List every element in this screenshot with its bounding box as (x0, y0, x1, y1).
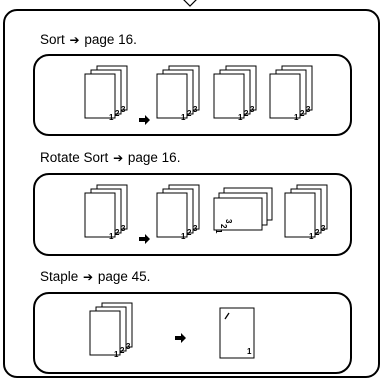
rotate-sort-illustration: 3 2 1 3 2 1 3 2 1 3 2 1 (84, 184, 328, 244)
page-number-2: 2 (300, 109, 305, 118)
staple-mark-icon (224, 312, 230, 320)
sort-page-ref: page 16. (84, 32, 137, 47)
page-number-3: 3 (224, 219, 233, 224)
page-number-2: 2 (244, 109, 249, 118)
rotated-page-stack: 3 2 1 (213, 187, 273, 234)
page-number-1: 1 (214, 229, 223, 234)
page-number-1: 1 (294, 113, 299, 122)
page-number-3: 3 (121, 224, 126, 233)
rotate-sort-arrow-icon: ➔ (113, 151, 124, 165)
page-number-3: 3 (306, 105, 311, 114)
staple-illustration: 3 2 1 1 (89, 302, 255, 359)
page-number-1: 1 (247, 347, 252, 356)
right-arrow-icon (139, 234, 150, 244)
staple-title: Staple (40, 269, 79, 284)
stapled-page: 1 (219, 307, 255, 359)
page-number-3: 3 (250, 105, 255, 114)
staple-arrow-icon: ➔ (83, 270, 94, 284)
sort-heading: Sort ➔ page 16. (40, 32, 137, 48)
page-number-2: 2 (187, 109, 192, 118)
outer-frame (3, 9, 380, 378)
page-number-2: 2 (187, 228, 192, 237)
page-number-1: 1 (109, 113, 114, 122)
page-number-1: 1 (114, 350, 119, 359)
page-number-2: 2 (315, 228, 320, 237)
page-number-3: 3 (126, 342, 131, 351)
sort-title: Sort (40, 32, 65, 47)
right-arrow-icon (139, 115, 150, 125)
page-number-1: 1 (181, 113, 186, 122)
page-number-3: 3 (121, 105, 126, 114)
rotate-sort-box: 3 2 1 3 2 1 3 2 1 3 2 1 (33, 173, 352, 256)
page-stack: 3 2 1 (89, 302, 133, 359)
page-stack: 3 2 1 (284, 184, 328, 241)
page-stack: 3 2 1 (84, 65, 128, 122)
page-number-2: 2 (115, 109, 120, 118)
right-arrow-icon (175, 333, 186, 343)
sort-arrow-icon: ➔ (69, 33, 80, 47)
page-stack: 3 2 1 (84, 184, 128, 241)
page-number-1: 1 (181, 232, 186, 241)
page-stack: 3 2 1 (213, 65, 257, 122)
staple-heading: Staple ➔ page 45. (40, 269, 150, 285)
page-number-1: 1 (109, 232, 114, 241)
page-number-2: 2 (120, 346, 125, 355)
page-number-1: 1 (309, 232, 314, 241)
rotate-sort-title: Rotate Sort (40, 150, 109, 165)
top-notch (183, 0, 197, 7)
staple-box: 3 2 1 1 (33, 292, 352, 374)
rotate-sort-page-ref: page 16. (127, 150, 181, 165)
page-number-2: 2 (219, 224, 228, 229)
page-number-1: 1 (238, 113, 243, 122)
page-number-3: 3 (193, 105, 198, 114)
staple-page-ref: page 45. (97, 269, 151, 284)
page-number-2: 2 (115, 228, 120, 237)
sort-box: 3 2 1 3 2 1 3 2 1 3 2 1 (33, 54, 352, 136)
page-stack: 3 2 1 (269, 65, 313, 122)
page-number-3: 3 (193, 224, 198, 233)
page-number-3: 3 (321, 224, 326, 233)
rotate-sort-heading: Rotate Sort ➔ page 16. (40, 150, 180, 166)
page-stack: 3 2 1 (156, 184, 200, 241)
sort-illustration: 3 2 1 3 2 1 3 2 1 3 2 1 (84, 65, 313, 125)
page-stack: 3 2 1 (156, 65, 200, 122)
